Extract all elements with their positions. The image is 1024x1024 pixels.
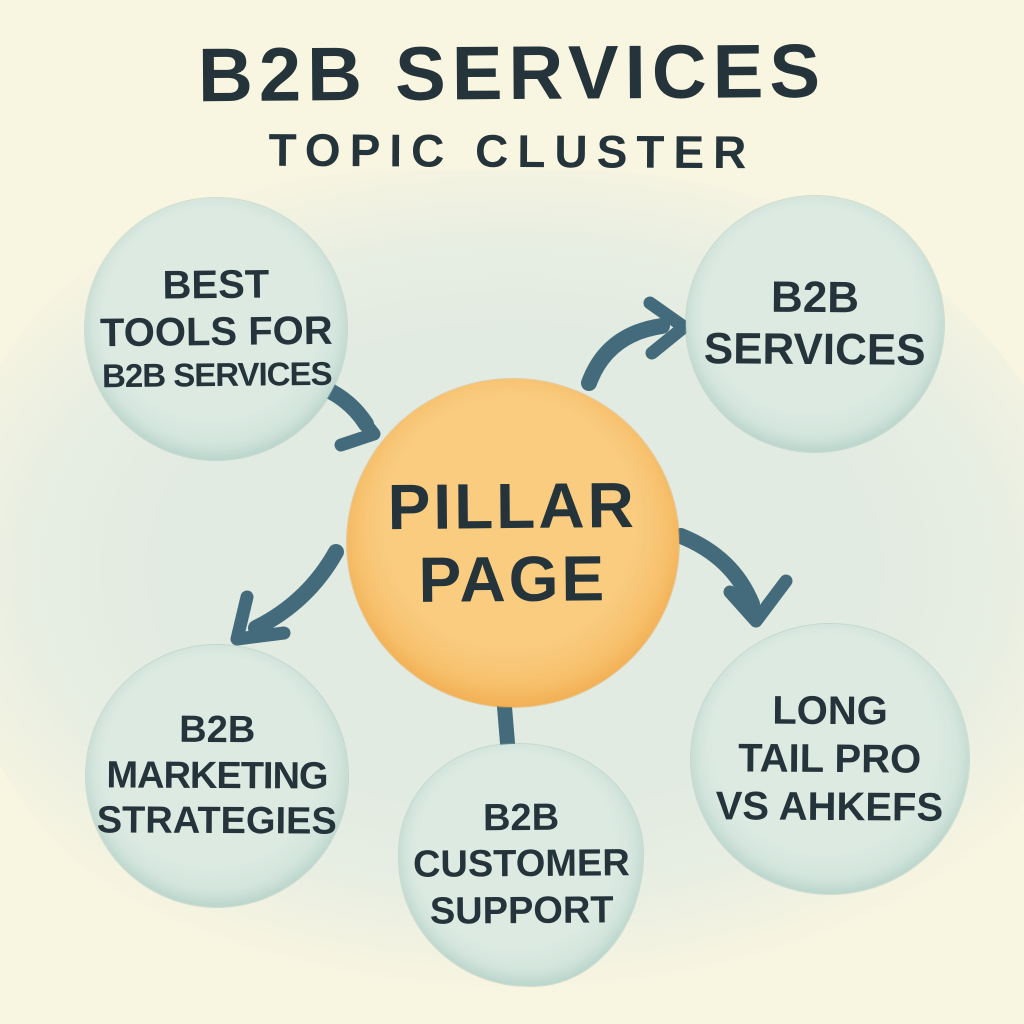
topic-node-b2b-customer-support: B2B CUSTOMER SUPPORT [399, 744, 643, 986]
pillar-label-line-1: PILLAR [387, 468, 638, 544]
marketing-label-line-3: STRATEGIES [96, 799, 337, 843]
pillar-label-line-2: PAGE [418, 542, 608, 616]
pillar-node-label: PILLAR PAGE [388, 469, 638, 617]
topic-node-best-tools: BEST TOOLS FOR B2B SERVICES [85, 198, 347, 460]
marketing-label-line-1: B2B [179, 708, 256, 751]
best-tools-label-line-1: BEST [161, 262, 270, 308]
pillar-page-node: PILLAR PAGE [347, 379, 679, 707]
b2b-services-label-line-1: B2B [770, 272, 860, 323]
customer-label-line-3: SUPPORT [429, 889, 614, 933]
best-tools-label-line-3: B2B SERVICES [101, 355, 332, 395]
customer-label-line-2: CUSTOMER [412, 843, 630, 887]
diagram-header: B2B SERVICES TOPIC CLUSTER [0, 29, 1024, 179]
marketing-node-label: B2B MARKETING STRATEGIES [97, 707, 338, 845]
diagram-title: B2B SERVICES [197, 28, 827, 119]
best-tools-node-label: BEST TOOLS FOR B2B SERVICES [99, 261, 333, 397]
customer-node-label: B2B CUSTOMER SUPPORT [412, 795, 630, 936]
topic-node-b2b-services: B2B SERVICES [686, 196, 944, 452]
best-tools-label-line-2: TOOLS FOR [99, 309, 333, 356]
diagram-subtitle: TOPIC CLUSTER [268, 123, 756, 179]
topic-node-b2b-marketing-strategies: B2B MARKETING STRATEGIES [86, 645, 348, 907]
customer-label-line-1: B2B [482, 797, 559, 840]
longtail-label-line-2: TAIL PRO [738, 736, 922, 782]
b2b-services-node-label: B2B SERVICES [704, 271, 926, 376]
b2b-services-label-line-2: SERVICES [703, 324, 926, 375]
longtail-node-label: LONG TAIL PRO VS AHKEFS [716, 686, 944, 832]
marketing-label-line-2: MARKETING [106, 753, 328, 797]
longtail-label-line-3: VS AHKEFS [715, 784, 944, 830]
longtail-label-line-1: LONG [772, 688, 889, 734]
topic-node-long-tail-pro-vs-ahkefs: LONG TAIL PRO VS AHKEFS [691, 624, 969, 894]
